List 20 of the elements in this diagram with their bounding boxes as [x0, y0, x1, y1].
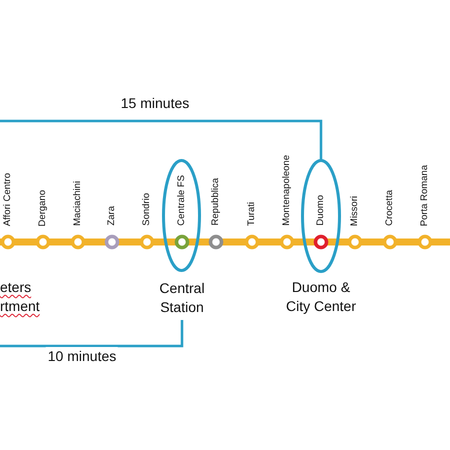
station-label: Sondrio [141, 193, 153, 226]
station-label: Maciachini [72, 181, 84, 226]
highlight-ellipse [162, 159, 201, 272]
caption-text: Central Station [142, 279, 222, 320]
station-label: Montenapoleone [281, 155, 293, 226]
highlight-ellipse [301, 159, 341, 273]
station-label: Repubblica [210, 178, 222, 226]
station-label: Crocetta [384, 190, 396, 226]
station-label: Turati [246, 202, 258, 226]
station-label: Duomo [315, 195, 327, 226]
station-label: Porta Romana [419, 164, 431, 226]
station-label: Zara [106, 206, 118, 226]
station-label: Affori Centro [2, 172, 14, 226]
caption-text: Duomo & City Center [284, 278, 358, 316]
station-label: Centrale FS [176, 175, 188, 226]
caption-text: eters rtment [0, 278, 41, 316]
connector-line [0, 120, 322, 160]
station-label: Missori [349, 196, 361, 226]
connector-line [0, 320, 184, 348]
station-label: Dergano [37, 190, 49, 226]
